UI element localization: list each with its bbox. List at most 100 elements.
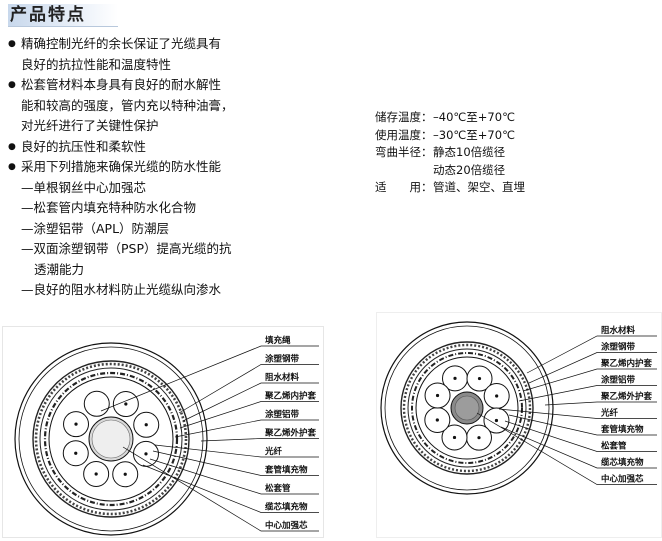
optical-fiber xyxy=(124,402,128,406)
feature-item: ●采用下列措施来确保光缆的防水性能 xyxy=(8,157,258,178)
component-label: 松套管 xyxy=(601,441,627,452)
measure-text: —双面涂塑钢带（PSP）提高光缆的抗 xyxy=(21,241,232,256)
optical-fiber xyxy=(495,394,499,398)
component-label: 聚乙烯外护套 xyxy=(600,391,653,402)
leader-line xyxy=(182,382,319,422)
measure-item: —双面涂塑钢带（PSP）提高光缆的抗 透潮能力 xyxy=(8,239,258,280)
component-label: 光纤 xyxy=(264,446,283,457)
feature-text: 对光纤进行了关键性保护 xyxy=(21,118,159,133)
left-cable-cross-section: 填充绳涂塑钢带阻水材料聚乙烯内护套涂塑铝带聚乙烯外护套光纤套管填充物松套管缆芯填… xyxy=(14,335,319,536)
component-label: 涂塑铝带 xyxy=(265,409,300,420)
optical-fiber xyxy=(435,418,439,422)
optical-fiber xyxy=(452,435,457,440)
leader-line xyxy=(154,444,319,458)
spec-bend-dynamic: 动态20倍缆径 xyxy=(433,162,506,177)
component-label: 阻水材料 xyxy=(265,372,300,383)
component-label: 涂塑钢带 xyxy=(265,354,300,365)
feature-item: ●精确控制光纤的余长保证了光缆具有 良好的抗拉性能和温度特性 xyxy=(8,34,258,75)
component-label: 涂塑铝带 xyxy=(601,375,636,386)
spec-use: 使用温度：–30℃至+70℃ xyxy=(375,127,515,142)
leader-line xyxy=(544,401,657,406)
aluminum-tape-layer xyxy=(43,371,179,507)
aluminum-tape-layer xyxy=(411,352,523,464)
feature-item: ● 良好的抗压性和柔软性 xyxy=(8,137,258,158)
outer-sheath-inner-edge xyxy=(18,346,204,532)
leader-line xyxy=(518,385,657,402)
water-block-layer xyxy=(402,343,532,473)
leader-line xyxy=(179,401,319,429)
component-label: 缆芯填充物 xyxy=(265,502,308,513)
component-label: 缆芯填充物 xyxy=(601,457,644,468)
steel-tape-layer xyxy=(32,360,190,518)
optical-fiber xyxy=(494,418,499,423)
leader-line xyxy=(508,414,657,436)
left-leader-lines: 填充绳涂塑钢带阻水材料聚乙烯内护套涂塑铝带聚乙烯外护套光纤套管填充物松套管缆芯填… xyxy=(100,335,319,532)
leader-line xyxy=(142,464,319,513)
optical-fiber xyxy=(435,393,440,398)
right-leader-lines: 阻水材料涂塑钢带聚乙烯内护套涂塑铝带聚乙烯外护套光纤套管填充物松套管缆芯填充物中… xyxy=(476,325,657,485)
measure-item: —松套管内填充特种防水化合物 xyxy=(8,198,258,219)
leader-line xyxy=(122,446,319,532)
feature-list: ●精确控制光纤的余长保证了光缆具有 良好的抗拉性能和温度特性 ●松套管材料本身具… xyxy=(8,34,258,301)
spec-storage: 储存温度：–40℃至+70℃ xyxy=(375,110,515,124)
leader-line xyxy=(504,420,657,452)
measure-text: —涂塑铝带（APL）防潮层 xyxy=(21,220,170,236)
steel-tape-layer xyxy=(400,341,534,475)
feature-text: 精确控制光纤的余长保证了光缆具有 xyxy=(21,36,222,51)
optical-fiber xyxy=(74,451,78,455)
optical-fiber xyxy=(477,436,481,440)
measure-text: —单根钢丝中心加强芯 xyxy=(21,179,147,195)
leader-line xyxy=(528,352,657,384)
leader-line xyxy=(178,364,319,414)
bullet-icon: ● xyxy=(8,80,16,90)
leader-line xyxy=(149,458,319,495)
optical-fiber xyxy=(94,472,98,476)
component-label: 中心加强芯 xyxy=(601,474,644,485)
component-label: 阻水材料 xyxy=(601,325,636,336)
bullet-icon: ● xyxy=(8,141,16,152)
leader-line xyxy=(522,368,657,392)
measure-text: —良好的阻水材料防止光缆纵向渗水 xyxy=(21,282,222,297)
component-label: 涂塑钢带 xyxy=(601,342,636,353)
filler-rope xyxy=(83,390,110,417)
left-cable-diagram-frame: 填充绳涂塑钢带阻水材料聚乙烯内护套涂塑铝带聚乙烯外护套光纤套管填充物松套管缆芯填… xyxy=(2,326,324,538)
measure-text: —松套管内填充特种防水化合物 xyxy=(21,200,197,215)
bullet-icon: ● xyxy=(8,162,16,172)
inner-sheath xyxy=(407,348,527,468)
optical-fiber xyxy=(123,472,127,476)
leader-line xyxy=(498,408,657,419)
feature-text: 良好的抗拉性能和温度特性 xyxy=(21,56,172,72)
feature-text: 能和较高的强度，管内充以特种油膏， xyxy=(21,97,234,113)
component-label: 套管填充物 xyxy=(265,465,308,476)
feature-text: 松套管材料本身具有良好的耐水解性 xyxy=(21,77,222,92)
component-label: 松套管 xyxy=(265,483,291,494)
measure-text: 透潮能力 xyxy=(34,261,85,277)
optical-fiber xyxy=(453,376,457,380)
right-cable-diagram-frame: 阻水材料涂塑钢带聚乙烯内护套涂塑铝带聚乙烯外护套光纤套管填充物松套管缆芯填充物中… xyxy=(376,312,662,538)
leader-line xyxy=(476,412,657,485)
component-label: 聚乙烯外护套 xyxy=(264,428,317,439)
spec-bend: 弯曲半径：静态10倍缆径 xyxy=(375,145,506,159)
leader-line xyxy=(100,345,319,412)
core-wrap xyxy=(415,356,519,460)
leader-line xyxy=(500,426,657,469)
inner-sheath xyxy=(39,367,183,511)
measure-item: —涂塑铝带（APL）防潮层 xyxy=(8,219,258,240)
component-label: 中心加强芯 xyxy=(265,520,308,531)
leader-line xyxy=(200,438,319,442)
water-block-layer xyxy=(34,362,188,516)
component-label: 套管填充物 xyxy=(601,424,644,435)
core-wrap xyxy=(48,376,174,502)
component-label: 聚乙烯内护套 xyxy=(264,391,317,402)
feature-item: ● 松套管材料本身具有良好的耐水解性 能和较高的强度，管内充以特种油膏， 对光纤进… xyxy=(8,75,258,137)
section-title: 产品特点 xyxy=(8,4,118,27)
feature-text: 良好的抗压性和柔软性 xyxy=(21,138,147,154)
component-label: 聚乙烯内护套 xyxy=(600,358,653,369)
spec-table: 储存温度：–40℃至+70℃ 使用温度：–30℃至+70℃ 弯曲半径：静态10倍… xyxy=(375,109,525,197)
right-cable-cross-section: 阻水材料涂塑钢带聚乙烯内护套涂塑铝带聚乙烯外护套光纤套管填充物松套管缆芯填充物中… xyxy=(380,321,657,495)
leader-line xyxy=(152,450,319,476)
leader-line xyxy=(526,335,657,374)
loose-tubes-group xyxy=(62,390,160,488)
measure-item: —良好的阻水材料防止光缆纵向渗水 xyxy=(8,280,258,301)
measure-item: —单根钢丝中心加强芯 xyxy=(8,178,258,199)
